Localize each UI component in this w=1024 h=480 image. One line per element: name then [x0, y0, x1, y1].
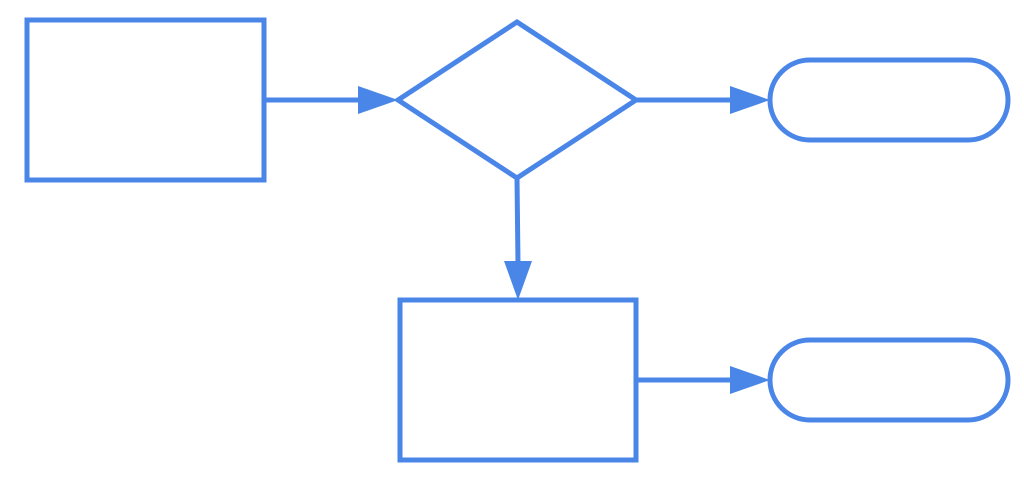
- terminal-1-shape: [767, 57, 1011, 143]
- terminal-2-shape: [767, 337, 1011, 423]
- terminal-1: [767, 57, 1011, 143]
- process-box-1-shape: [24, 17, 267, 183]
- arrowhead-decision-1: [358, 86, 398, 114]
- arrowhead-terminal-1: [730, 86, 770, 114]
- arrowhead-terminal-2: [730, 366, 770, 394]
- decision-diamond: [393, 19, 641, 181]
- decision-diamond-shape: [393, 19, 641, 181]
- process-box-2: [397, 297, 639, 463]
- connector-decision-1-to-process-2: [514, 177, 521, 265]
- arrowhead-process-2: [504, 261, 532, 300]
- terminal-2: [767, 337, 1011, 423]
- process-box-2-shape: [397, 297, 639, 463]
- process-box-1: [24, 17, 267, 183]
